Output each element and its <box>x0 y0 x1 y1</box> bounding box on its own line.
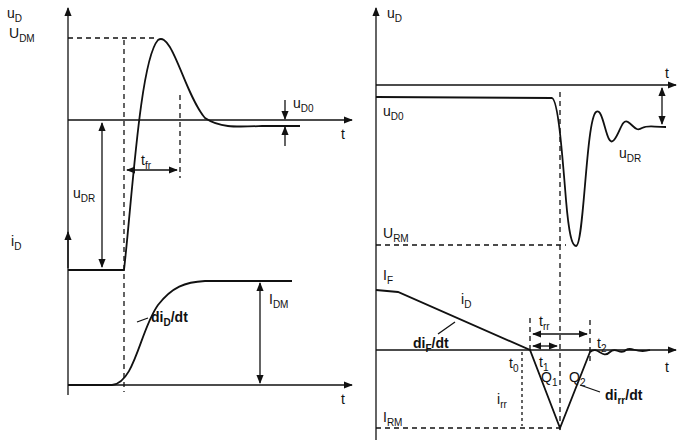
signal-label: uD0 <box>292 96 315 110</box>
signal-label: diD/dt <box>150 310 189 324</box>
signal-label: IF <box>382 268 394 282</box>
signal-label: t1 <box>538 355 549 369</box>
signal-label: URM <box>382 226 410 240</box>
signal-label: t2 <box>596 336 607 350</box>
signal-label: Q1 <box>540 370 558 384</box>
signal-label: uD0 <box>382 104 405 118</box>
signal-label: tfr <box>140 153 152 167</box>
signal-label: iD <box>460 292 472 306</box>
signal-label: diF/dt <box>412 336 450 350</box>
signal-label: dirr/dt <box>604 388 643 402</box>
signal-label: uD <box>386 6 403 20</box>
signal-label: t0 <box>508 356 519 370</box>
signal-label: irr <box>496 392 508 406</box>
signal-label: UDM <box>8 26 36 40</box>
signal-label: t <box>340 392 346 406</box>
signal-label: t <box>664 66 670 80</box>
signal-label: t <box>664 360 670 374</box>
signal-label: trr <box>538 314 551 328</box>
signal-label: iD <box>10 234 22 248</box>
signal-label: uD <box>6 6 23 20</box>
signal-label: IRM <box>382 410 403 424</box>
signal-label: Q2 <box>568 370 586 384</box>
signal-label: uDR <box>618 146 642 160</box>
signal-label: IDM <box>268 292 289 306</box>
signal-label: t <box>340 127 346 141</box>
signal-label: uDR <box>72 186 96 200</box>
